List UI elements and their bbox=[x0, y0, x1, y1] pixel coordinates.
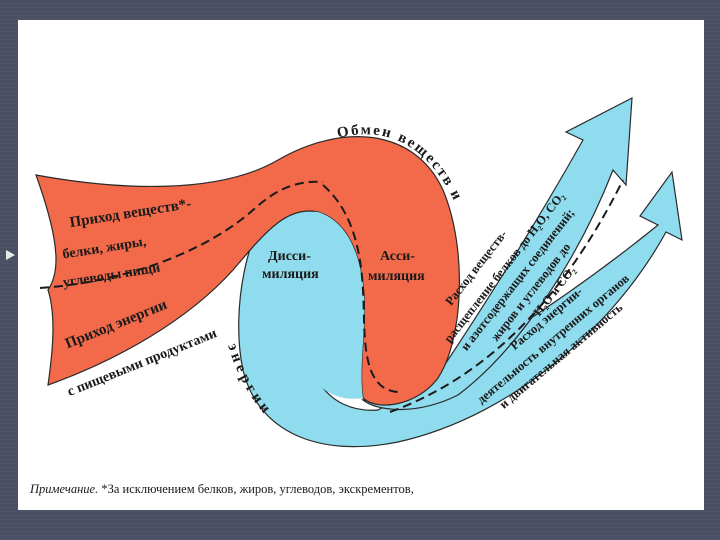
dashed-divider-intake bbox=[39, 180, 324, 289]
dashed-divider-output bbox=[389, 179, 624, 413]
metabolism-diagram: Обмен веществ и энергии Приход веществ*-… bbox=[35, 96, 683, 448]
dissimilation-label-line1: Дисси- bbox=[268, 249, 311, 264]
slide-bullet-marker bbox=[6, 250, 15, 260]
slide-frame: Обмен веществ и энергии Приход веществ*-… bbox=[18, 20, 704, 510]
footnote-label: Примечание. bbox=[30, 482, 99, 496]
dissimilation-label-line2: миляция bbox=[262, 267, 319, 282]
dashed-divider-center bbox=[322, 184, 399, 393]
assimilation-label-line1: Асси- bbox=[380, 249, 415, 264]
footnote-text: *За исключением белков, жиров, углеводов… bbox=[101, 482, 414, 496]
footnote: Примечание. *За исключением белков, жиро… bbox=[30, 482, 414, 497]
assimilation-label-line2: миляция bbox=[368, 269, 425, 284]
substance-expenditure-arrow bbox=[360, 96, 633, 411]
dissimilation-lobe bbox=[285, 211, 365, 399]
